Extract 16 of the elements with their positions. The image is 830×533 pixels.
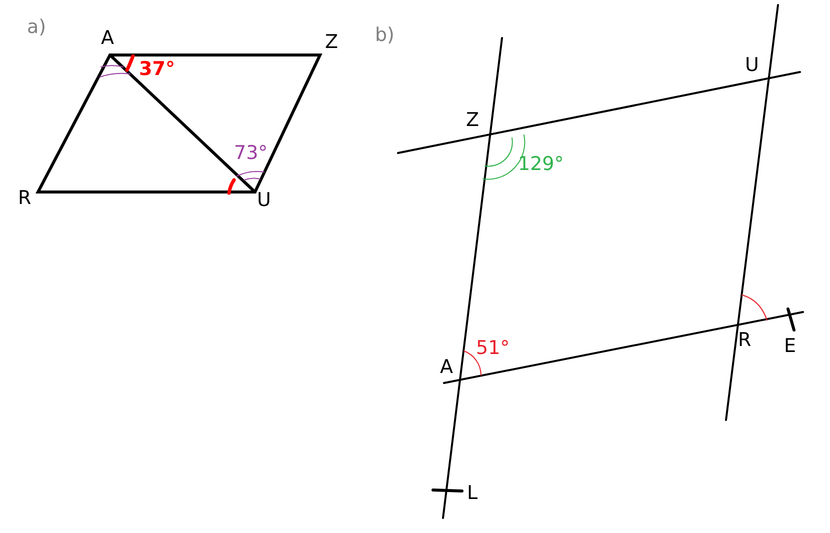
point-label: A [440, 358, 453, 377]
point-label: L [467, 484, 478, 503]
panel-label: a) [27, 18, 46, 37]
point-label: A [101, 29, 114, 48]
point-label: E [784, 337, 796, 356]
point-label: R [18, 189, 32, 208]
angle-label: 73° [234, 144, 268, 163]
panel-label: b) [375, 26, 394, 45]
point-label: Z [325, 33, 338, 52]
point-label: U [257, 191, 271, 210]
angle-label: 37° [139, 60, 175, 79]
angle-label: 129° [518, 155, 564, 174]
point-label: Z [466, 111, 480, 130]
angle-label: 51° [476, 339, 510, 358]
point-label: U [745, 56, 759, 75]
point-label: R [738, 331, 752, 350]
